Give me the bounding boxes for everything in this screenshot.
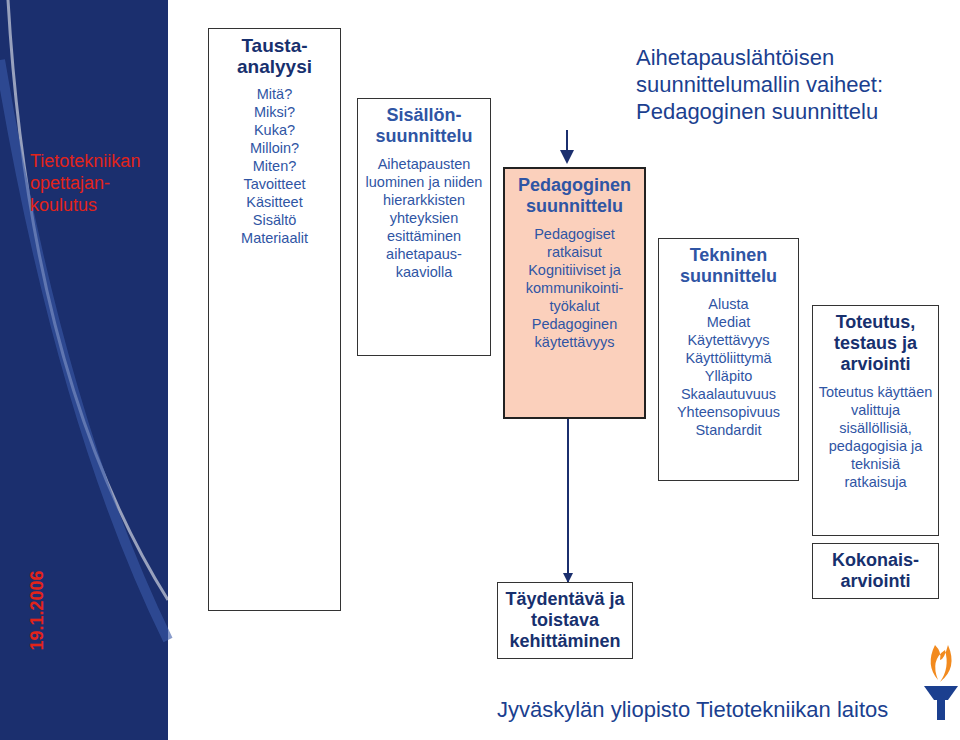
process-box: Täydentävä ja toistava kehittäminen: [497, 582, 633, 659]
university-logo: [924, 645, 958, 720]
swoosh: [0, 60, 168, 640]
box-text: Skaalautuvuus: [664, 385, 793, 403]
org-name: Tietotekniikan opettajan-koulutus: [30, 150, 162, 216]
box-text: Miksi?: [214, 103, 335, 121]
connector-arrow: [567, 419, 569, 582]
box-heading: Täydentävä ja toistava kehittäminen: [503, 589, 627, 652]
box-heading: Kokonais-arviointi: [818, 550, 933, 592]
arrow-mark: [560, 150, 574, 164]
box-heading: Tausta-analyysi: [214, 35, 335, 77]
box-text: Mediat: [664, 313, 793, 331]
box-text: Ylläpito: [664, 367, 793, 385]
box-heading: Tekninen suunnittelu: [664, 245, 793, 287]
process-box: Tekninen suunnitteluAlustaMediatKäytettä…: [658, 238, 799, 481]
box-text: Materiaalit: [214, 229, 335, 247]
box-text: Sisältö: [214, 211, 335, 229]
box-text: Yhteensopivuus: [664, 403, 793, 421]
box-text: Alusta: [664, 295, 793, 313]
box-heading: Pedagoginen suunnittelu: [510, 175, 639, 217]
process-box: Pedagoginen suunnitteluPedagogiset ratka…: [503, 167, 646, 419]
side-band: [0, 0, 168, 740]
arrow-stem: [566, 130, 568, 152]
box-text: Mitä?: [214, 85, 335, 103]
box-text: Kuka?: [214, 121, 335, 139]
footer-text: Jyväskylän yliopisto Tietotekniikan lait…: [497, 697, 888, 723]
box-text: Milloin?: [214, 139, 335, 157]
date: 19.1.2006: [27, 556, 48, 666]
box-text: Pedagoginen käytettävyys: [510, 315, 639, 351]
box-text: Tavoitteet: [214, 175, 335, 193]
box-text: Aihetapausten luominen ja niiden hierark…: [363, 155, 485, 281]
swoosh: [8, 0, 168, 600]
box-text: Pedagogiset ratkaisut: [510, 225, 639, 261]
process-box: Sisällön-suunnitteluAihetapausten luomin…: [357, 98, 491, 356]
process-box: Toteutus, testaus ja arviointiToteutus k…: [812, 305, 939, 536]
box-text: Käsitteet: [214, 193, 335, 211]
process-box: Kokonais-arviointi: [812, 543, 939, 599]
box-text: Käyttöliittymä: [664, 349, 793, 367]
box-text: Käytettävyys: [664, 331, 793, 349]
box-text: Miten?: [214, 157, 335, 175]
box-text: Kognitiiviset ja kommunikointi-työkalut: [510, 261, 639, 315]
title: Aihetapauslähtöisen suunnittelumallin va…: [636, 44, 952, 125]
box-text: Toteutus käyttäen valittuja sisällöllisi…: [818, 383, 933, 491]
box-heading: Toteutus, testaus ja arviointi: [818, 312, 933, 375]
process-box: Tausta-analyysiMitä?Miksi?Kuka?Milloin?M…: [208, 28, 341, 611]
box-text: Standardit: [664, 421, 793, 439]
box-heading: Sisällön-suunnittelu: [363, 105, 485, 147]
